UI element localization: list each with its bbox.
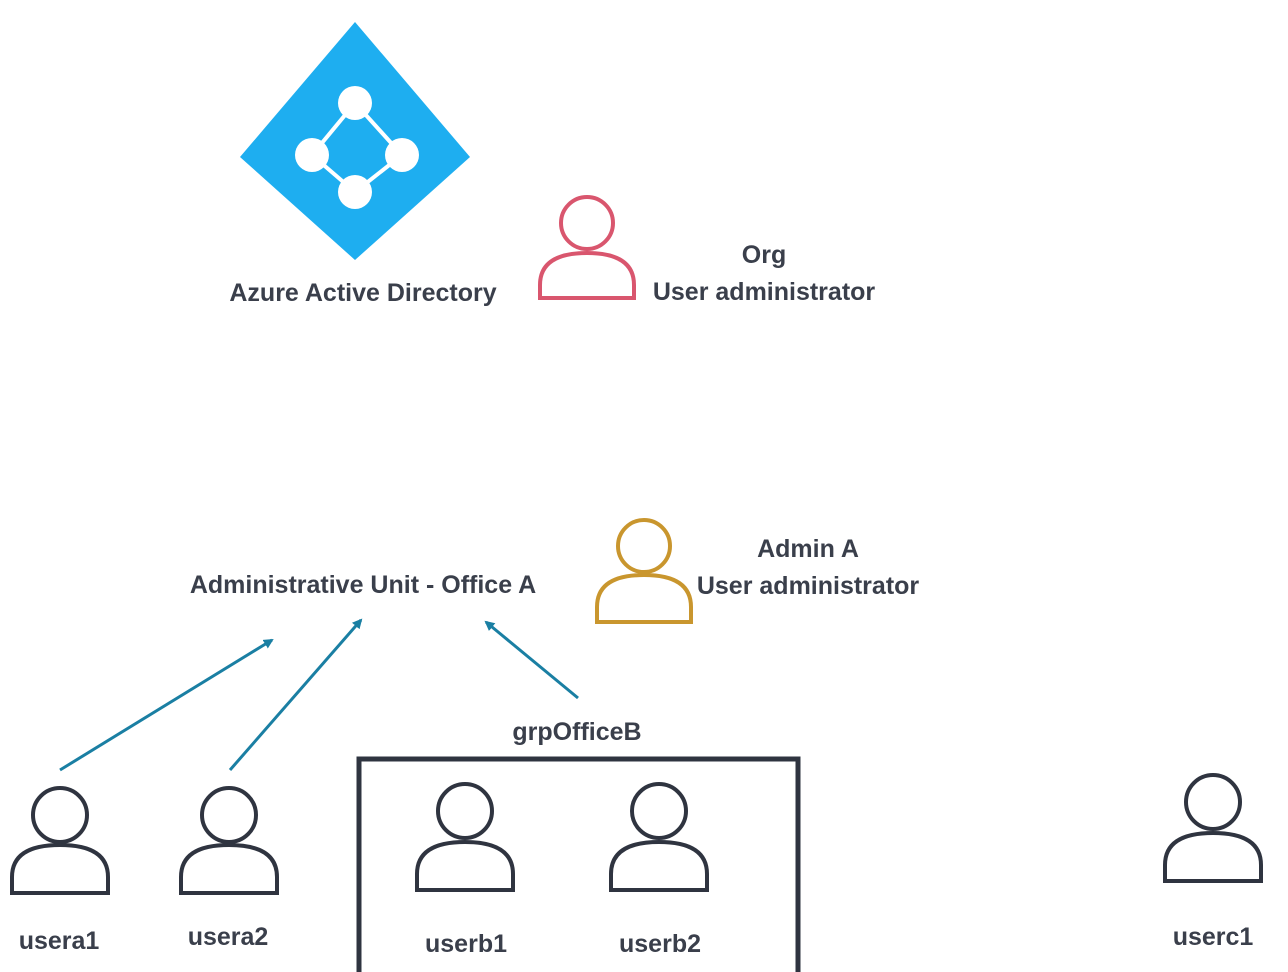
arrow-usera2 — [228, 618, 363, 771]
admin-a-role: User administrator — [696, 572, 920, 600]
userc1-icon — [1163, 773, 1263, 883]
userb2-icon — [609, 782, 709, 892]
group-label: grpOfficeB — [512, 718, 642, 746]
usera2-label: usera2 — [187, 923, 269, 951]
org-admin-role: User administrator — [652, 278, 876, 306]
org-admin-title: Org — [741, 241, 787, 269]
azure-ad-label: Azure Active Directory — [229, 279, 497, 307]
org-admin-user-icon — [538, 195, 636, 300]
admin-a-title: Admin A — [757, 535, 859, 563]
usera2-icon — [179, 786, 279, 895]
userc1-label: userc1 — [1172, 923, 1254, 951]
usera1-label: usera1 — [18, 927, 100, 955]
admin-a-user-icon — [595, 518, 693, 624]
userb1-label: userb1 — [425, 930, 507, 958]
admin-unit-label: Administrative Unit - Office A — [189, 571, 537, 599]
arrow-usera1 — [59, 638, 274, 772]
arrow-grpofficeb — [484, 620, 579, 700]
grpofficeb-box — [356, 756, 801, 972]
azure-ad-icon — [240, 22, 470, 260]
userb1-icon — [415, 782, 515, 892]
userb2-label: userb2 — [619, 930, 701, 958]
usera1-icon — [10, 786, 110, 895]
